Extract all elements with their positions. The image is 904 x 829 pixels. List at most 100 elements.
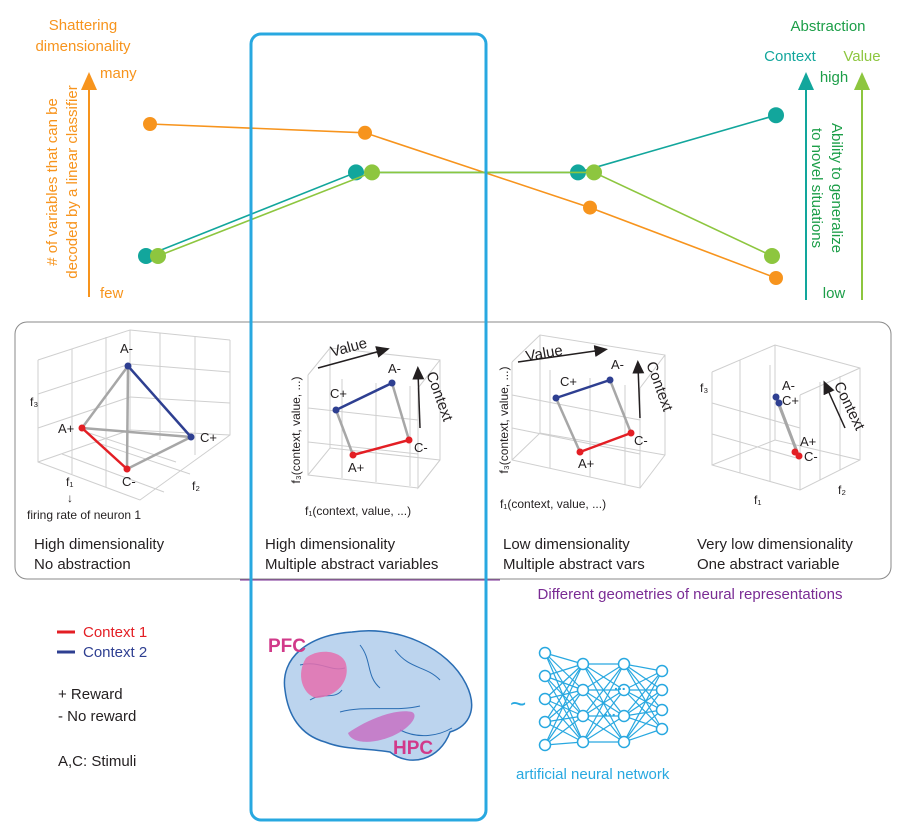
brain-highlight-box <box>249 32 488 822</box>
legend-no-reward-label: - No reward <box>58 708 136 725</box>
panel1-label-a-minus: A- <box>120 341 133 356</box>
network-node-3-2 <box>655 703 669 717</box>
series-0-point-3 <box>769 271 783 285</box>
right-axis: Abstraction Context Value high Ability t… <box>764 18 880 302</box>
right-axis-value-label: Value <box>843 48 880 65</box>
legend-reward-label: + Reward <box>58 686 123 703</box>
network-node-0-2 <box>538 692 552 706</box>
network-node-3-3 <box>655 722 669 736</box>
network-edge <box>623 715 663 730</box>
network-edge <box>544 715 584 746</box>
panel3-caption-line1: Low dimensionality <box>503 536 630 553</box>
network-edge <box>544 663 584 746</box>
left-axis-title-line1: Shattering <box>49 17 117 34</box>
network-node-3-1 <box>655 683 669 697</box>
network-node-2-2 <box>617 709 631 723</box>
left-axis-label-line1: # of variables that can be <box>44 98 61 266</box>
panel2-label-c-minus: C- <box>414 440 428 455</box>
hpc-label: HPC <box>393 738 433 759</box>
panel2-label-a-minus: A- <box>388 361 401 376</box>
network-node-3-0 <box>655 664 669 678</box>
series-0-point-0 <box>143 117 157 131</box>
panel1-label-a-plus: A+ <box>58 421 74 436</box>
panel2-context-label: Context <box>422 369 456 424</box>
network-edge <box>544 689 584 700</box>
network-node-1-1 <box>576 683 590 697</box>
network-edge <box>544 698 584 743</box>
network-edge <box>582 689 625 743</box>
panel1-caption-line1: High dimensionality <box>34 536 165 553</box>
right-axis-label-line2: to novel situations <box>808 128 825 248</box>
series-2-point-0 <box>150 248 166 264</box>
series-line-0 <box>149 123 777 279</box>
network-node-1-2 <box>576 709 590 723</box>
panel3-value-arrow <box>517 345 608 363</box>
panel4-collapsed-points <box>772 393 803 460</box>
network-edge <box>544 652 584 743</box>
network-edge <box>623 709 663 717</box>
panel3-3d-grid <box>511 334 666 489</box>
left-axis-label-line2: decoded by a linear classifier <box>64 85 81 278</box>
network-edge <box>544 675 584 743</box>
panel1-label-c-minus: C- <box>122 474 136 489</box>
panel3-f3-label: f₃(context, value, ...) <box>497 367 511 474</box>
trend-chart <box>138 107 784 285</box>
network-edge <box>623 663 663 691</box>
left-axis: Shattering dimensionality many few # of … <box>35 17 137 302</box>
panel3-context-label: Context <box>642 359 676 414</box>
network-edge <box>623 689 663 730</box>
panel4-label-a-minus: A- <box>782 378 795 393</box>
network-node-0-1 <box>538 669 552 683</box>
network-edge <box>623 663 663 711</box>
panel4-label-c-minus: C- <box>804 449 818 464</box>
legend-context2-label: Context 2 <box>83 644 147 661</box>
panel2-context-arrow <box>412 366 425 429</box>
series-2-point-2 <box>586 164 602 181</box>
panel3-square <box>552 376 635 456</box>
panel1-neuron-note: firing rate of neuron 1 <box>27 508 141 522</box>
right-axis-top-label: high <box>820 69 848 86</box>
panel1-tetrahedron <box>78 362 195 473</box>
panel-high-dim-no-abstraction: f₃ f₁ f₂ ↓ firing rate of neuron 1 A- A+… <box>27 329 231 573</box>
series-0-point-2 <box>583 200 597 215</box>
network-edge <box>544 663 584 700</box>
network-node-0-4 <box>538 738 552 752</box>
legend: Context 1 Context 2 + Reward - No reward… <box>57 624 147 770</box>
panel2-label-a-plus: A+ <box>348 460 364 475</box>
panel3-f1-label: f₁(context, value, ...) <box>500 497 606 511</box>
network-edge <box>623 728 663 743</box>
series-1-point-3 <box>768 107 784 124</box>
neural-network-illustration: ~ ... ... artificial neural network <box>510 646 670 783</box>
series-2-point-3 <box>764 248 780 264</box>
right-axis-bottom-label: low <box>823 285 846 302</box>
panel4-3d-grid <box>711 344 861 491</box>
panel2-caption-line1: High dimensionality <box>265 536 396 553</box>
geometry-caption: Different geometries of neural represent… <box>538 586 843 603</box>
network-edge <box>544 698 584 717</box>
panel4-f3-label: f₃ <box>700 381 708 395</box>
panel4-label-c-plus: C+ <box>782 393 799 408</box>
network-edge <box>623 709 663 743</box>
panel1-f1-label: f₁ <box>66 475 73 489</box>
panel4-context-arrow <box>823 380 846 429</box>
hpc-region <box>348 711 415 742</box>
panel2-f3-label: f₃(context, value, ...) <box>289 377 303 484</box>
panel-very-low-dim-one-abstract: f₃ f₁ f₂ Context A- C+ A+ C- Very low di… <box>697 344 868 573</box>
panel4-caption-line1: Very low dimensionality <box>697 536 853 553</box>
network-node-2-0 <box>617 657 631 671</box>
network-edge <box>544 652 584 665</box>
legend-context1-label: Context 1 <box>83 624 147 641</box>
left-axis-title-line2: dimensionality <box>35 38 131 55</box>
network-edge <box>544 721 584 743</box>
panel4-f2-label: f₂ <box>838 483 846 497</box>
panel1-caption-line2: No abstraction <box>34 556 131 573</box>
network-edge <box>544 689 584 723</box>
network-edge <box>623 663 663 730</box>
panel3-caption-line2: Multiple abstract vars <box>503 556 645 573</box>
panel3-label-a-plus: A+ <box>578 456 594 471</box>
network-node-2-3 <box>617 735 631 749</box>
legend-stimuli-label: A,C: Stimuli <box>58 753 136 770</box>
series-line-1 <box>145 114 777 257</box>
network-edge <box>544 675 584 691</box>
